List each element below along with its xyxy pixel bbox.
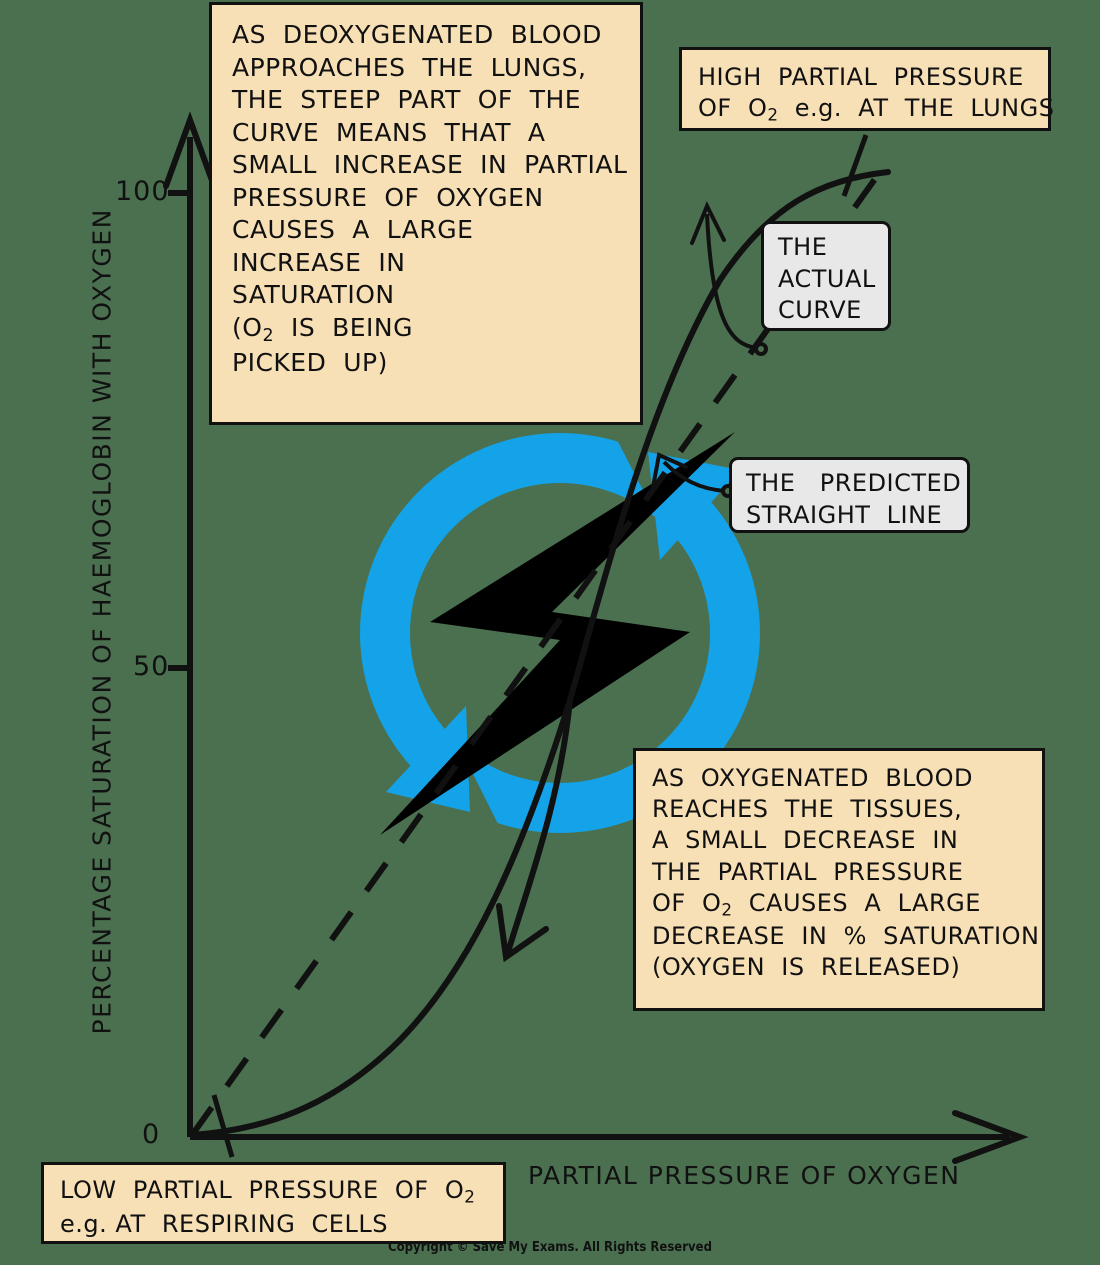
o2-subscript: 2 bbox=[767, 104, 779, 125]
x-axis-arrowhead bbox=[952, 1110, 1029, 1164]
o2-prefix: LOW PARTIAL PRESSURE OF O bbox=[60, 1176, 465, 1204]
y-tick-label-0: 0 bbox=[142, 1119, 161, 1150]
predicted-line-leader-arrowhead bbox=[651, 452, 688, 489]
actual-curve-leader-line bbox=[705, 213, 758, 350]
annotation-line: PRESSURE OF OXYGEN bbox=[232, 182, 544, 212]
annotation-line: DECREASE IN % SATURATION bbox=[652, 922, 1040, 951]
annotation-line: PICKED UP) bbox=[232, 348, 388, 378]
y-axis-label: PERCENTAGE SATURATION OF HAEMOGLOBIN WIT… bbox=[87, 208, 117, 1035]
o2-suffix: IS BEING bbox=[274, 312, 414, 342]
callout-line: CURVE bbox=[778, 296, 862, 325]
o2-subscript: 2 bbox=[262, 325, 275, 346]
annotation-line-o2: (O2 IS BEING bbox=[232, 312, 640, 348]
logo-lightning-bolt-icon bbox=[380, 432, 735, 835]
annotation-line: CURVE MEANS THAT A bbox=[232, 117, 546, 147]
copyright-notice: Copyright © Save My Exams. All Rights Re… bbox=[388, 1240, 712, 1255]
annotation-line: THE STEEP PART OF THE bbox=[232, 85, 582, 114]
callout-line: THE bbox=[778, 233, 828, 261]
o2-suffix: e.g. AT THE LUNGS bbox=[778, 94, 1055, 123]
low-pp-leader-line bbox=[211, 1094, 235, 1158]
annotation-line: REACHES THE TISSUES, bbox=[652, 795, 963, 824]
x-axis-label: PARTIAL PRESSURE OF OXYGEN bbox=[528, 1161, 961, 1190]
o2-prefix: OF O bbox=[652, 888, 722, 917]
y-tick-label-50: 50 bbox=[133, 651, 170, 682]
annotation-line: CAUSES A LARGE bbox=[232, 215, 474, 244]
callout-line: THE PREDICTED bbox=[746, 469, 962, 497]
o2-suffix: CAUSES A LARGE bbox=[732, 888, 981, 917]
oxygen-release-arrowhead bbox=[496, 903, 549, 963]
actual-curve-leader-arrowhead bbox=[690, 201, 726, 245]
o2-prefix: (O bbox=[232, 312, 263, 342]
predicted-straight-line bbox=[189, 170, 883, 1137]
annotation-line-o2: LOW PARTIAL PRESSURE OF O2 bbox=[60, 1175, 503, 1209]
predicted-line-leader-line bbox=[662, 460, 726, 493]
oxygen-release-arrow bbox=[505, 697, 573, 955]
annotation-line: e.g. AT RESPIRING CELLS bbox=[60, 1209, 388, 1238]
o2-prefix: OF O bbox=[698, 94, 768, 123]
annotation-line: INCREASE IN bbox=[232, 247, 406, 277]
annotation-line: APPROACHES THE LUNGS, bbox=[232, 52, 587, 82]
annotation-line: AS DEOXYGENATED BLOOD bbox=[232, 20, 602, 49]
annotation-high-partial-pressure: HIGH PARTIAL PRESSURE OF O2 e.g. AT THE … bbox=[679, 47, 1054, 131]
annotation-line-o2: OF O2 CAUSES A LARGE bbox=[652, 888, 1042, 922]
annotation-line: A SMALL DECREASE IN bbox=[652, 826, 959, 855]
o2-subscript: 2 bbox=[721, 899, 733, 920]
y-tick-label-100: 100 bbox=[115, 176, 170, 207]
callout-predicted-straight-line: THE PREDICTED STRAIGHT LINE bbox=[729, 457, 970, 533]
o2-subscript: 2 bbox=[464, 1186, 476, 1207]
annotation-line: THE PARTIAL PRESSURE bbox=[652, 857, 964, 886]
annotation-oxygen-uptake: AS DEOXYGENATED BLOOD APPROACHES THE LUN… bbox=[209, 2, 643, 425]
callout-actual-curve: THE ACTUAL CURVE bbox=[761, 221, 891, 331]
annotation-line: AS OXYGENATED BLOOD bbox=[652, 764, 973, 792]
actual-curve-leader-dot bbox=[754, 342, 768, 356]
annotation-line: (OXYGEN IS RELEASED) bbox=[652, 953, 961, 982]
callout-line: ACTUAL bbox=[778, 264, 876, 293]
annotation-line-o2: OF O2 e.g. AT THE LUNGS bbox=[698, 93, 1054, 127]
high-pp-leader-line bbox=[841, 134, 869, 197]
annotation-line: HIGH PARTIAL PRESSURE bbox=[698, 63, 1024, 91]
y-axis-arrowhead bbox=[163, 111, 217, 189]
callout-line: STRAIGHT LINE bbox=[746, 500, 943, 529]
annotation-line: SMALL INCREASE IN PARTIAL bbox=[232, 150, 628, 179]
annotation-line: SATURATION bbox=[232, 280, 395, 309]
annotation-low-partial-pressure: LOW PARTIAL PRESSURE OF O2 e.g. AT RESPI… bbox=[41, 1162, 506, 1244]
annotation-oxygen-release: AS OXYGENATED BLOOD REACHES THE TISSUES,… bbox=[633, 748, 1045, 1011]
